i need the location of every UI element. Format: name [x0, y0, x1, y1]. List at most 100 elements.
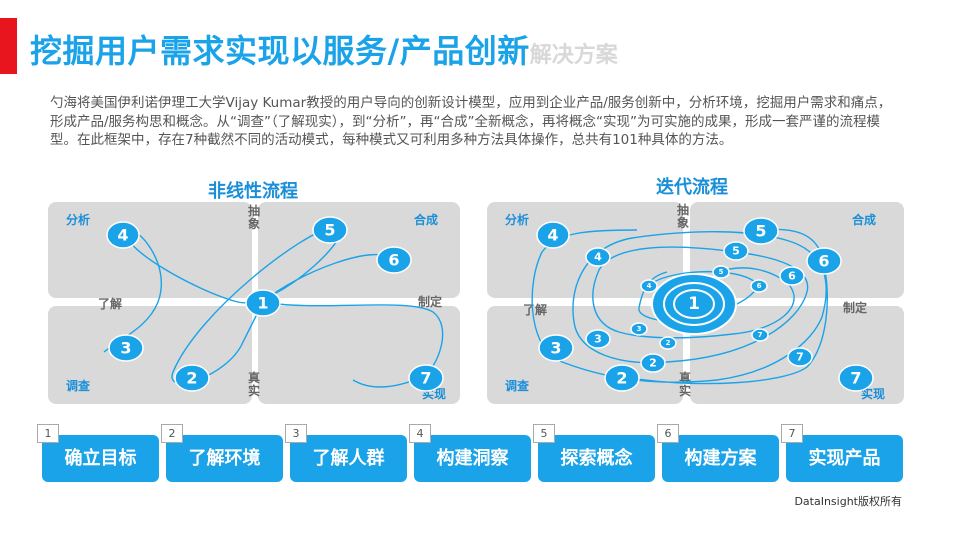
step-3: 3 了解人群	[285, 424, 407, 484]
process-steps: 1 确立目标 2 了解环境 3 了解人群 4 构建洞察 5 探索概念 6 构建方…	[37, 424, 904, 484]
step-number: 4	[409, 424, 431, 443]
step-label: 实现产品	[786, 435, 903, 482]
step-number: 1	[37, 424, 59, 443]
node-3-middle: 3	[585, 329, 611, 349]
svg-text:2: 2	[616, 369, 627, 388]
iterative-process-diagram: 分析 合成 调查 实现 抽象 真实 了解 制定 1 4 5 6 3 2 7 4 …	[487, 202, 904, 404]
step-number: 2	[161, 424, 183, 443]
svg-text:6: 6	[757, 282, 762, 290]
svg-text:6: 6	[388, 251, 399, 270]
axis-abstract: 抽象	[248, 203, 260, 231]
title-accent-bar	[0, 18, 17, 74]
svg-text:3: 3	[550, 339, 561, 358]
step-label: 了解人群	[290, 435, 407, 482]
quadrant-analysis	[487, 202, 683, 298]
step-7: 7 实现产品	[781, 424, 903, 484]
step-label: 构建洞察	[414, 435, 531, 482]
node-7-middle: 7	[787, 347, 813, 367]
svg-text:3: 3	[594, 333, 602, 346]
svg-text:7: 7	[796, 351, 804, 364]
node-5-outer: 5	[743, 217, 779, 245]
node-2-inner: 2	[659, 336, 677, 350]
node-4: 4	[106, 221, 140, 249]
step-label: 构建方案	[662, 435, 779, 482]
node-4-outer: 4	[536, 221, 570, 249]
axis-understand: 了解	[98, 296, 122, 311]
label-research: 调查	[66, 378, 91, 393]
step-5: 5 探索概念	[533, 424, 655, 484]
step-number: 7	[781, 424, 803, 443]
step-number: 6	[657, 424, 679, 443]
svg-text:4: 4	[117, 226, 128, 245]
svg-text:4: 4	[594, 251, 602, 264]
svg-text:5: 5	[719, 268, 724, 276]
node-3-outer: 3	[538, 334, 574, 362]
svg-text:1: 1	[688, 294, 700, 314]
node-6-outer: 6	[806, 247, 842, 275]
svg-text:7: 7	[758, 331, 763, 339]
node-4-middle: 4	[585, 247, 611, 267]
nonlinear-process-diagram: 分析 合成 调查 实现 抽象 真实 了解 制定 4 5 6 1 3 2 7	[48, 202, 460, 404]
svg-text:6: 6	[818, 252, 829, 271]
central-node: 1	[651, 273, 737, 335]
svg-text:2: 2	[186, 369, 197, 388]
node-7-inner: 7	[751, 328, 769, 342]
iterative-diagram-title: 迭代流程	[656, 177, 728, 198]
node-7: 7	[408, 364, 444, 392]
step-number: 5	[533, 424, 555, 443]
svg-text:7: 7	[850, 369, 861, 388]
svg-text:5: 5	[324, 221, 335, 240]
page-title-main: 挖掘用户需求实现以服务/产品创新	[30, 32, 530, 70]
node-6-middle: 6	[779, 266, 805, 286]
svg-text:3: 3	[120, 339, 131, 358]
step-1: 1 确立目标	[37, 424, 159, 484]
axis-understand: 了解	[523, 302, 547, 317]
svg-text:5: 5	[755, 222, 766, 241]
node-1: 1	[245, 289, 281, 317]
label-realize: 实现	[861, 386, 885, 401]
node-5-inner: 5	[712, 265, 730, 279]
axis-abstract: 抽象	[677, 202, 689, 230]
svg-text:3: 3	[637, 325, 642, 333]
axis-real: 真实	[248, 370, 260, 398]
label-research: 调查	[505, 378, 530, 393]
svg-text:4: 4	[647, 282, 652, 290]
svg-text:6: 6	[788, 270, 796, 283]
step-4: 4 构建洞察	[409, 424, 531, 484]
node-6-inner: 6	[750, 279, 768, 293]
svg-text:2: 2	[649, 357, 657, 370]
page-title: 挖掘用户需求实现以服务/产品创新解决方案	[30, 26, 618, 72]
label-synthesis: 合成	[852, 212, 876, 227]
node-7-outer: 7	[838, 364, 874, 392]
intro-paragraph: 勺海将美国伊利诺伊理工大学Vijay Kumar教授的用户导向的创新设计模型，应…	[50, 95, 892, 148]
svg-text:4: 4	[547, 226, 558, 245]
svg-text:2: 2	[666, 339, 671, 347]
axis-build: 制定	[418, 294, 442, 309]
node-4-inner: 4	[640, 279, 658, 293]
quadrant-synthesis	[690, 202, 904, 298]
step-label: 了解环境	[166, 435, 283, 482]
quadrant-analysis	[48, 202, 252, 298]
svg-text:1: 1	[257, 294, 268, 313]
nonlinear-diagram-title: 非线性流程	[208, 181, 298, 202]
axis-real: 真实	[679, 370, 691, 398]
page-title-subtitle: 解决方案	[529, 43, 618, 68]
node-5: 5	[312, 216, 348, 244]
label-analysis: 分析	[66, 212, 90, 227]
svg-text:5: 5	[732, 245, 740, 258]
step-label: 探索概念	[538, 435, 655, 482]
axis-build: 制定	[843, 300, 867, 315]
step-number: 3	[285, 424, 307, 443]
svg-text:7: 7	[420, 369, 431, 388]
node-2: 2	[174, 364, 210, 392]
node-6: 6	[376, 246, 412, 274]
node-3-inner: 3	[630, 322, 648, 336]
step-6: 6 构建方案	[657, 424, 779, 484]
copyright-credit: DataInsight版权所有	[794, 495, 902, 508]
label-analysis: 分析	[505, 212, 529, 227]
node-5-middle: 5	[723, 241, 749, 261]
node-2-middle: 2	[640, 353, 666, 373]
node-2-outer: 2	[604, 364, 640, 392]
node-3: 3	[108, 334, 144, 362]
label-synthesis: 合成	[414, 212, 438, 227]
